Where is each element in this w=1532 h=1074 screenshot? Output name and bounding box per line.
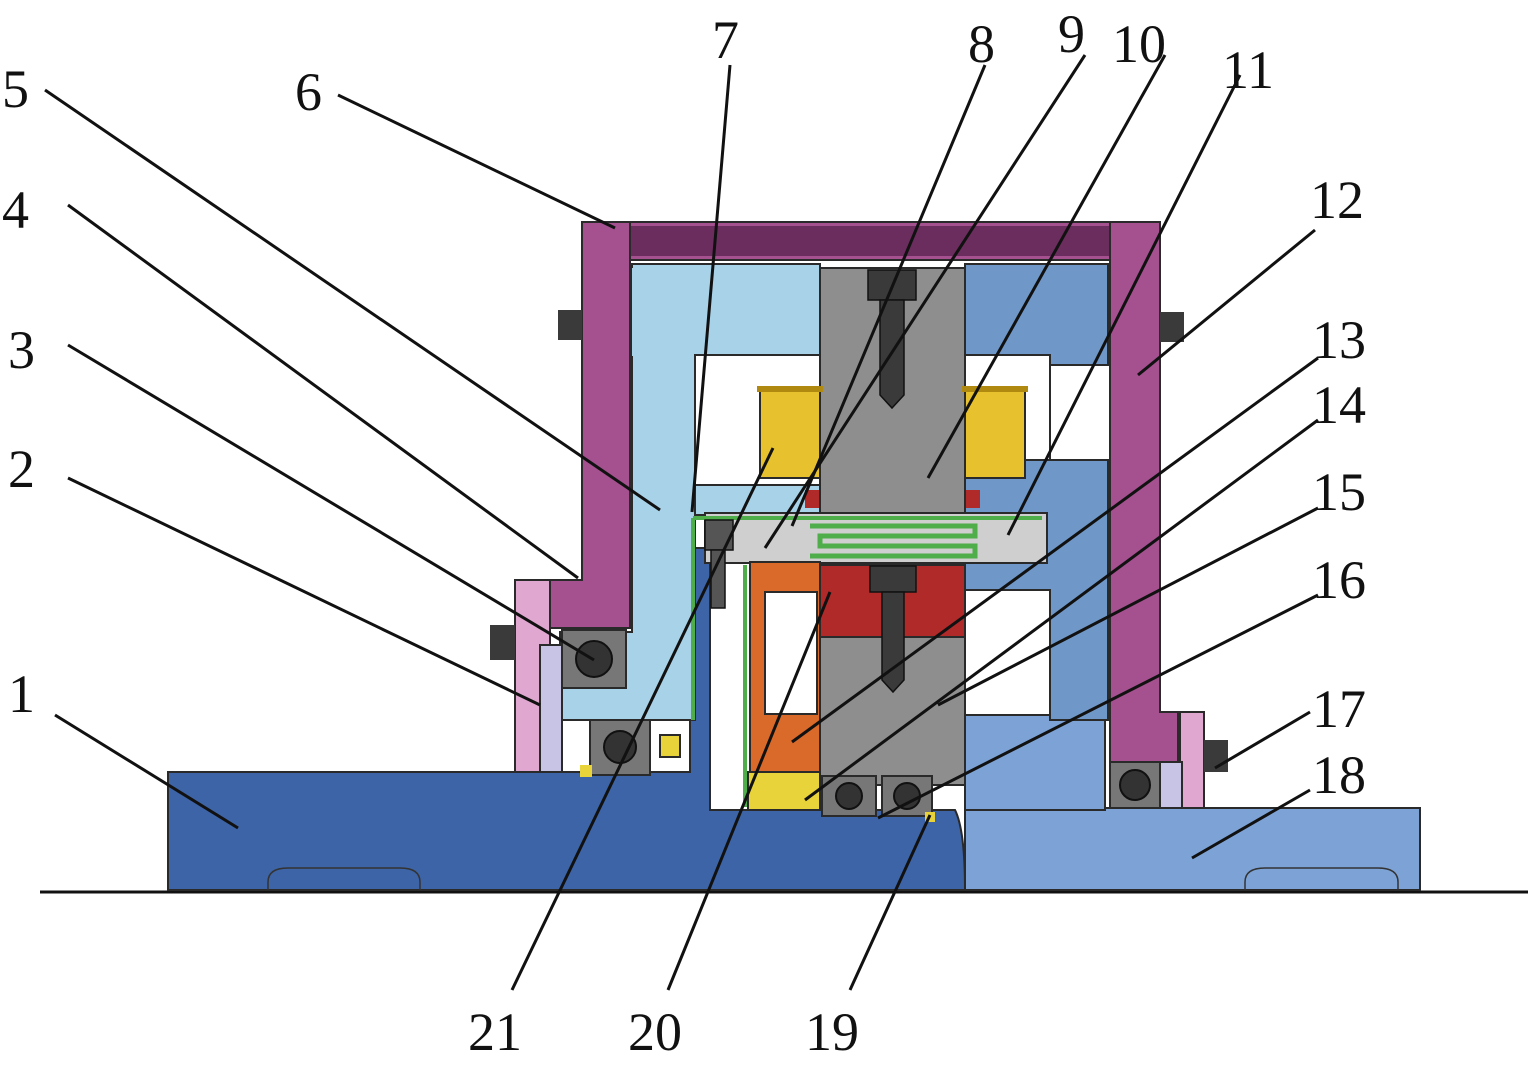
label-9: 9 [1058,4,1085,64]
coil-right [964,387,1026,479]
screw-shank [710,549,726,609]
label-11: 11 [1222,40,1274,100]
leader-19 [848,814,932,991]
bearing-lower-left [589,719,651,776]
label-7: 7 [712,10,739,70]
bearing-right [1109,761,1161,809]
leader-21 [510,447,775,991]
leader-20 [666,591,832,991]
part-18-right-base [964,807,1421,891]
orange-window [764,591,818,715]
screw-right-upper [1160,312,1184,342]
leader-15 [937,506,1319,707]
leader-lines [44,54,1319,991]
label-8: 8 [968,14,995,74]
part-12-housing-right [1109,221,1179,763]
lavender-ring-right [1159,761,1183,809]
yellow-base-ring [747,771,821,811]
part-9-spring-element [810,523,978,559]
part-7-screw-head [704,519,734,551]
leader-2 [67,476,541,707]
leader-9 [763,54,1087,549]
lower-bolt-head [869,565,917,593]
label-1: 1 [8,664,35,724]
leader-10 [926,54,1167,479]
part-16-bearing-center-left [821,775,877,817]
leader-13 [791,356,1319,744]
part-21-coil-left [759,387,821,479]
leader-3 [67,343,595,662]
leader-1 [54,713,239,830]
label-10: 10 [1112,14,1166,74]
label-5: 5 [2,59,29,119]
leader-4 [67,203,579,580]
label-12: 12 [1310,170,1364,230]
yellow-spacer-left [659,734,681,758]
leader-17 [1214,710,1311,770]
leader-11 [1006,74,1242,536]
red-pad-right [966,490,980,508]
top-plate-inner [620,226,1120,256]
label-21: 21 [468,1002,522,1062]
yellow-washer-center [795,790,805,800]
label-14: 14 [1312,375,1366,435]
coil-left-cap [757,386,823,392]
yellow-washer-left [580,765,592,777]
label-15: 15 [1312,462,1366,522]
leader-5 [44,88,661,512]
label-19: 19 [805,1002,859,1062]
label-13: 13 [1312,310,1366,370]
red-pad-left [805,490,819,508]
lavender-ring-left [539,644,563,773]
label-16: 16 [1312,550,1366,610]
inner-housing-top-band [632,268,822,356]
leader-12 [1137,228,1316,377]
leader-8 [790,64,987,527]
lower-right-window [964,589,1051,716]
label-18: 18 [1312,745,1366,805]
leader-6 [337,93,616,230]
label-3: 3 [8,320,35,380]
part-4-housing-left [547,221,631,629]
leader-16 [877,593,1319,820]
label-17: 17 [1312,679,1366,739]
label-4: 4 [2,180,29,240]
label-6: 6 [295,62,322,122]
leader-14 [804,418,1319,802]
part-labels: 1 2 3 4 5 6 7 8 9 10 11 12 13 14 15 16 1… [2,4,1366,1062]
leader-7 [690,64,732,513]
label-2: 2 [8,439,35,499]
lower-bolt-shank [881,591,905,694]
coil-right-cap [962,386,1028,392]
label-20: 20 [628,1002,682,1062]
part-17-pink-cap-right [1179,711,1205,809]
base-slot-right [1244,867,1399,890]
screw-left-upper [558,310,582,340]
screw-left-lower [490,625,515,660]
leader-18 [1191,788,1311,860]
base-slot-left [267,867,421,890]
